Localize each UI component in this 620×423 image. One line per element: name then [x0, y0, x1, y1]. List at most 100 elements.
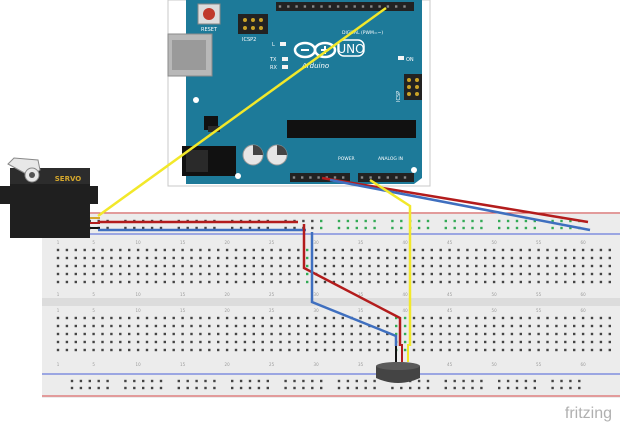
column-number: 45	[447, 308, 453, 313]
terminal-hole	[590, 340, 594, 344]
terminal-hole	[368, 332, 371, 336]
terminal-hole	[225, 340, 229, 344]
terminal-hole	[377, 280, 380, 284]
terminal-hole	[332, 324, 336, 328]
terminal-hole	[190, 280, 193, 284]
terminal-hole	[581, 324, 585, 328]
terminal-hole	[484, 332, 487, 336]
microphone	[376, 344, 420, 383]
terminal-hole	[466, 272, 469, 276]
atmega-chip	[287, 120, 416, 138]
rail-hole	[248, 386, 252, 390]
terminal-hole	[608, 324, 611, 328]
terminal-hole	[136, 264, 140, 268]
terminal-hole	[119, 280, 122, 284]
terminal-hole	[501, 248, 505, 252]
terminal-hole	[261, 316, 264, 320]
terminal-hole	[128, 280, 131, 284]
terminal-hole	[252, 272, 255, 276]
terminal-hole	[208, 264, 211, 268]
terminal-hole	[368, 272, 371, 276]
terminal-hole	[234, 316, 238, 320]
terminal-hole	[136, 340, 140, 344]
terminal-hole	[448, 280, 451, 284]
terminal-hole	[555, 248, 558, 252]
rail-hole	[186, 386, 189, 390]
rail-hole	[400, 386, 403, 390]
terminal-hole	[199, 316, 202, 320]
terminal-hole	[314, 348, 318, 352]
terminal-hole	[350, 272, 353, 276]
terminal-hole	[599, 256, 603, 260]
terminal-hole	[190, 324, 193, 328]
rail-hole	[462, 379, 465, 383]
terminal-hole	[528, 348, 531, 352]
terminal-hole	[314, 332, 318, 336]
terminal-hole	[297, 256, 300, 260]
terminal-hole	[92, 280, 95, 284]
header-pin	[317, 176, 320, 179]
terminal-hole	[555, 280, 558, 284]
terminal-hole	[519, 324, 522, 328]
terminal-hole	[368, 280, 371, 284]
terminal-hole	[581, 280, 585, 284]
terminal-hole	[154, 272, 158, 276]
rail-hole	[204, 226, 207, 230]
column-number: 60	[581, 362, 587, 367]
terminal-hole	[270, 324, 273, 328]
terminal-hole	[136, 324, 140, 328]
rail-hole	[506, 219, 510, 223]
terminal-hole	[359, 348, 362, 352]
terminal-hole	[288, 264, 291, 268]
terminal-hole	[163, 324, 166, 328]
terminal-hole	[154, 280, 158, 284]
terminal-hole	[217, 280, 220, 284]
terminal-hole	[403, 248, 407, 252]
column-number: 25	[269, 240, 275, 245]
terminal-hole	[136, 280, 140, 284]
rail-hole	[578, 386, 581, 390]
terminal-hole	[110, 248, 113, 252]
terminal-hole	[306, 280, 309, 284]
terminal-hole	[243, 256, 247, 260]
terminal-hole	[190, 332, 193, 336]
terminal-hole	[234, 248, 238, 252]
terminal-hole	[217, 348, 220, 352]
terminal-hole	[332, 248, 336, 252]
terminal-hole	[519, 248, 522, 252]
terminal-hole	[359, 272, 362, 276]
terminal-hole	[573, 348, 576, 352]
terminal-hole	[323, 316, 327, 320]
rail-hole	[195, 379, 198, 383]
terminal-hole	[306, 348, 309, 352]
column-number: 5	[92, 308, 95, 313]
rail-hole	[355, 226, 358, 230]
terminal-hole	[341, 248, 344, 252]
on-label: ON	[406, 57, 414, 63]
terminal-hole	[457, 340, 460, 344]
terminal-hole	[154, 264, 158, 268]
rail-hole	[364, 386, 367, 390]
terminal-hole	[119, 264, 122, 268]
rail-hole	[560, 226, 563, 230]
led-l	[280, 42, 286, 46]
column-number: 40	[403, 292, 409, 297]
terminal-hole	[564, 348, 567, 352]
rail-hole	[400, 219, 403, 223]
terminal-hole	[74, 248, 77, 252]
rail-hole	[409, 386, 412, 390]
column-number: 30	[314, 308, 320, 313]
terminal-hole	[110, 264, 113, 268]
reset-button-cap[interactable]	[203, 8, 215, 20]
terminal-hole	[359, 256, 362, 260]
reset-label: RESET	[201, 27, 218, 33]
terminal-hole	[546, 264, 549, 268]
terminal-hole	[154, 340, 158, 344]
column-number: 60	[581, 240, 587, 245]
digital-label: DIGITAL (PWM=~)	[342, 30, 383, 36]
terminal-hole	[439, 348, 442, 352]
column-number: 1	[57, 292, 60, 297]
terminal-hole	[190, 248, 193, 252]
terminal-hole	[65, 272, 69, 276]
